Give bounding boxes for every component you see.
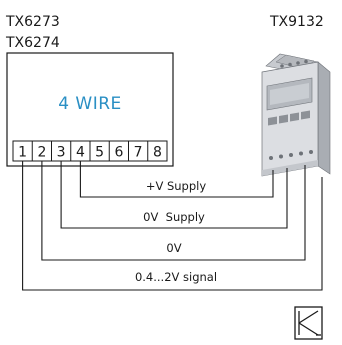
terminal-4: 4 bbox=[76, 145, 85, 161]
wire-label-0v-supply: 0V Supply bbox=[143, 210, 205, 224]
transmitter-title: 4 WIRE bbox=[58, 94, 122, 114]
model-label-tx6273: TX6273 bbox=[5, 14, 60, 30]
model-label-tx6274: TX6274 bbox=[5, 35, 60, 51]
wire-terminal-2 bbox=[41, 161, 306, 261]
wire-label-signal: 0.4...2V signal bbox=[135, 270, 217, 284]
wiring bbox=[22, 161, 323, 291]
wire-label-plus-v-supply: +V Supply bbox=[146, 179, 207, 193]
terminal-5: 5 bbox=[95, 145, 104, 161]
terminal-8: 8 bbox=[153, 145, 162, 161]
wire-label-0v: 0V bbox=[166, 241, 181, 255]
wire-terminal-1 bbox=[22, 161, 323, 291]
din-rail-device-icon bbox=[261, 53, 331, 177]
terminal-3: 3 bbox=[57, 145, 66, 161]
terminal-1: 1 bbox=[18, 145, 27, 161]
terminal-6: 6 bbox=[114, 145, 123, 161]
transmitter-box: 4 WIRE 1 2 3 4 5 6 7 8 bbox=[6, 52, 174, 167]
wire-terminal-3 bbox=[60, 161, 288, 229]
terminal-7: 7 bbox=[134, 145, 143, 161]
wire-terminal-4 bbox=[79, 161, 274, 198]
model-label-tx9132: TX9132 bbox=[269, 14, 324, 30]
terminal-2: 2 bbox=[37, 145, 46, 161]
terminal-strip: 1 2 3 4 5 6 7 8 bbox=[12, 140, 168, 162]
bracket-k-logo-icon bbox=[294, 306, 323, 340]
